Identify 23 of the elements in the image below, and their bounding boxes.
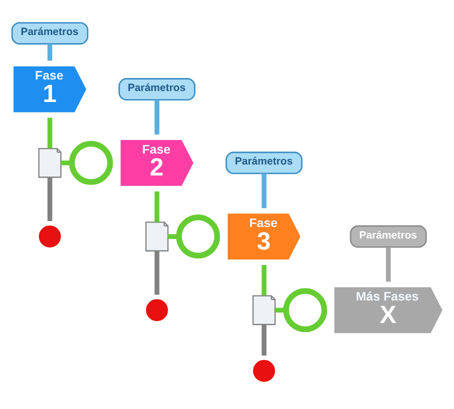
- node-circle: [252, 358, 276, 383]
- node-box: Parámetros: [118, 78, 196, 101]
- node-circle: [283, 288, 328, 332]
- node-circle: [69, 140, 113, 185]
- connector: [154, 100, 160, 135]
- node-box: Parámetros: [350, 225, 427, 248]
- connector: [168, 234, 179, 239]
- node-circle: [176, 214, 220, 259]
- connector: [154, 250, 160, 295]
- node-box: Parámetros: [11, 22, 88, 45]
- connector: [386, 247, 391, 282]
- connector: [47, 44, 52, 61]
- connector: [60, 160, 72, 166]
- connector: [47, 118, 52, 148]
- connector: [262, 324, 266, 356]
- node-circle: [38, 224, 62, 248]
- connector: [262, 174, 266, 208]
- connector: [47, 177, 52, 222]
- connector: [275, 308, 286, 313]
- connector: [154, 191, 160, 222]
- connector: [262, 265, 266, 296]
- node-circle: [145, 298, 169, 322]
- node-box: Parámetros: [226, 152, 303, 174]
